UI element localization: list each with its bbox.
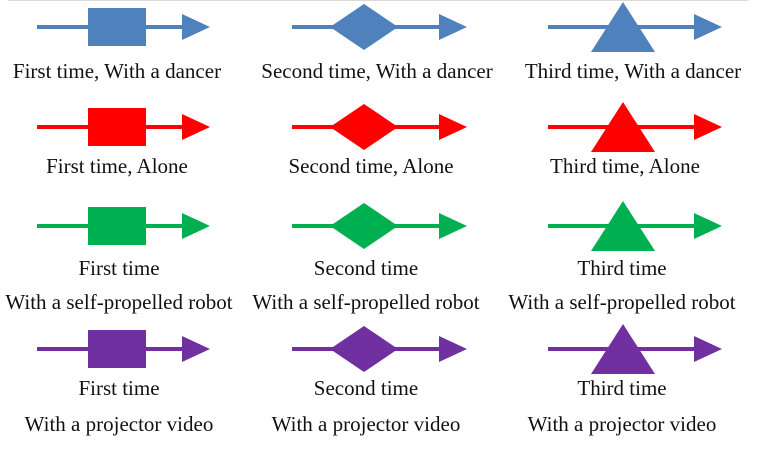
diamond-marker-icon xyxy=(330,326,398,372)
arrow-head-icon xyxy=(694,336,722,362)
label-line1: First time, Alone xyxy=(46,154,188,178)
label-second-projector: Second time With a projector video xyxy=(241,375,491,437)
arrow-head-icon xyxy=(694,114,722,140)
square-marker-icon xyxy=(88,8,146,46)
label-line2: With a projector video xyxy=(527,412,717,436)
diamond-marker-icon xyxy=(330,104,398,150)
legend-symbol-alone-1 xyxy=(37,108,210,146)
label-line1: Third time xyxy=(577,376,667,400)
arrow-head-icon xyxy=(439,213,467,239)
arrow-head-icon xyxy=(694,213,722,239)
label-line1: First time, With a dancer xyxy=(12,59,222,83)
square-marker-icon xyxy=(88,330,146,368)
arrow-head-icon xyxy=(694,14,722,40)
label-line1: First time xyxy=(78,376,160,400)
label-first-robot: First time With a self-propelled robot xyxy=(0,255,244,315)
legend-symbol-projector-2 xyxy=(292,326,467,372)
label-line2: With a projector video xyxy=(271,412,461,436)
label-third-robot: Third time With a self-propelled robot xyxy=(497,255,747,315)
arrow-head-icon xyxy=(182,14,210,40)
legend-symbol-dancer-2 xyxy=(292,4,467,50)
label-first-projector: First time With a projector video xyxy=(0,375,244,437)
legend-symbol-robot-3 xyxy=(548,201,722,251)
label-line2: With a self-propelled robot xyxy=(252,290,480,314)
arrow-head-icon xyxy=(182,336,210,362)
arrow-head-icon xyxy=(439,114,467,140)
square-marker-icon xyxy=(88,108,146,146)
triangle-marker-icon xyxy=(591,102,655,152)
label-first-alone: First time, Alone xyxy=(0,153,242,179)
label-second-alone: Second time, Alone xyxy=(246,153,496,179)
label-third-projector: Third time With a projector video xyxy=(497,375,747,437)
label-first-dancer: First time, With a dancer xyxy=(0,58,242,84)
diamond-marker-icon xyxy=(330,203,398,249)
legend-symbol-robot-2 xyxy=(292,203,467,249)
label-line1: Second time, Alone xyxy=(288,154,454,178)
square-marker-icon xyxy=(88,207,146,245)
label-second-dancer: Second time, With a dancer xyxy=(252,58,502,84)
label-line2: With a self-propelled robot xyxy=(508,290,736,314)
triangle-marker-icon xyxy=(591,324,655,374)
label-third-dancer: Third time, With a dancer xyxy=(508,58,758,84)
legend-symbol-alone-3 xyxy=(548,102,722,152)
legend-symbol-projector-3 xyxy=(548,324,722,374)
label-second-robot: Second time With a self-propelled robot xyxy=(241,255,491,315)
legend-symbol-alone-2 xyxy=(292,104,467,150)
label-line1: Third time, With a dancer xyxy=(524,59,742,83)
label-line1: Second time, With a dancer xyxy=(261,59,493,83)
label-line2: With a self-propelled robot xyxy=(5,290,233,314)
label-line1: Second time xyxy=(313,256,419,280)
legend-symbol-projector-1 xyxy=(37,330,210,368)
arrow-head-icon xyxy=(439,14,467,40)
label-line1: Third time, Alone xyxy=(550,154,700,178)
legend-symbol-robot-1 xyxy=(37,207,210,245)
diamond-marker-icon xyxy=(330,4,398,50)
legend-symbol-dancer-1 xyxy=(37,8,210,46)
arrow-head-icon xyxy=(182,114,210,140)
label-line1: Second time xyxy=(313,376,419,400)
triangle-marker-icon xyxy=(591,2,655,52)
arrow-head-icon xyxy=(182,213,210,239)
arrow-head-icon xyxy=(439,336,467,362)
triangle-marker-icon xyxy=(591,201,655,251)
label-line1: First time xyxy=(78,256,160,280)
top-border-line xyxy=(8,0,748,1)
legend-symbol-dancer-3 xyxy=(548,2,722,52)
label-line1: Third time xyxy=(577,256,667,280)
label-third-alone: Third time, Alone xyxy=(500,153,750,179)
label-line2: With a projector video xyxy=(24,412,214,436)
